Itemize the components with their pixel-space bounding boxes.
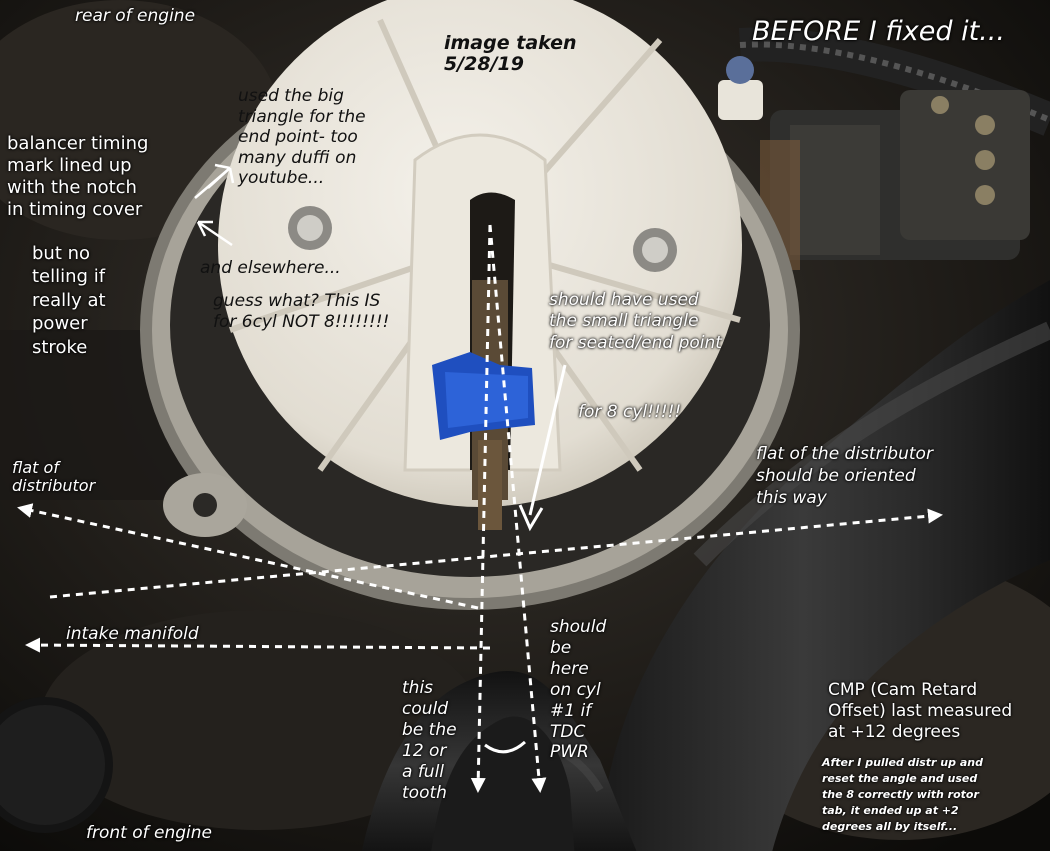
elsewhere-label: and elsewhere... <box>200 258 341 278</box>
guess-what-label: guess what? This IS for 6cyl NOT 8!!!!!!… <box>213 291 390 333</box>
small-triangle-label: should have used the small triangle for … <box>549 290 722 353</box>
before-fixed-title: BEFORE I fixed it... <box>752 16 1005 47</box>
could-be-label: this could be the 12 or a full tooth <box>402 678 457 803</box>
flat-should-be-label: flat of the distributor should be orient… <box>756 444 933 508</box>
intake-manifold-label: intake manifold <box>66 624 199 644</box>
front-of-engine-label: front of engine <box>86 823 212 843</box>
for-8cyl-label: for 8 cyl!!!!! <box>578 402 682 422</box>
image-taken-label: image taken 5/28/19 <box>444 32 577 75</box>
cmp-offset-label: CMP (Cam Retard Offset) last measured at… <box>828 680 1013 742</box>
big-triangle-label: used the big triangle for the end point-… <box>238 86 366 189</box>
rear-of-engine-label: rear of engine <box>75 6 196 26</box>
should-be-here-label: should be here on cyl #1 if TDC PWR <box>550 617 607 763</box>
no-telling-label: but no telling if really at power stroke <box>32 243 106 358</box>
after-pulled-label: After I pulled distr up and reset the an… <box>822 756 983 833</box>
flat-of-distributor-left-label: flat of distributor <box>12 458 96 496</box>
balancer-timing-label: balancer timing mark lined up with the n… <box>7 133 149 220</box>
